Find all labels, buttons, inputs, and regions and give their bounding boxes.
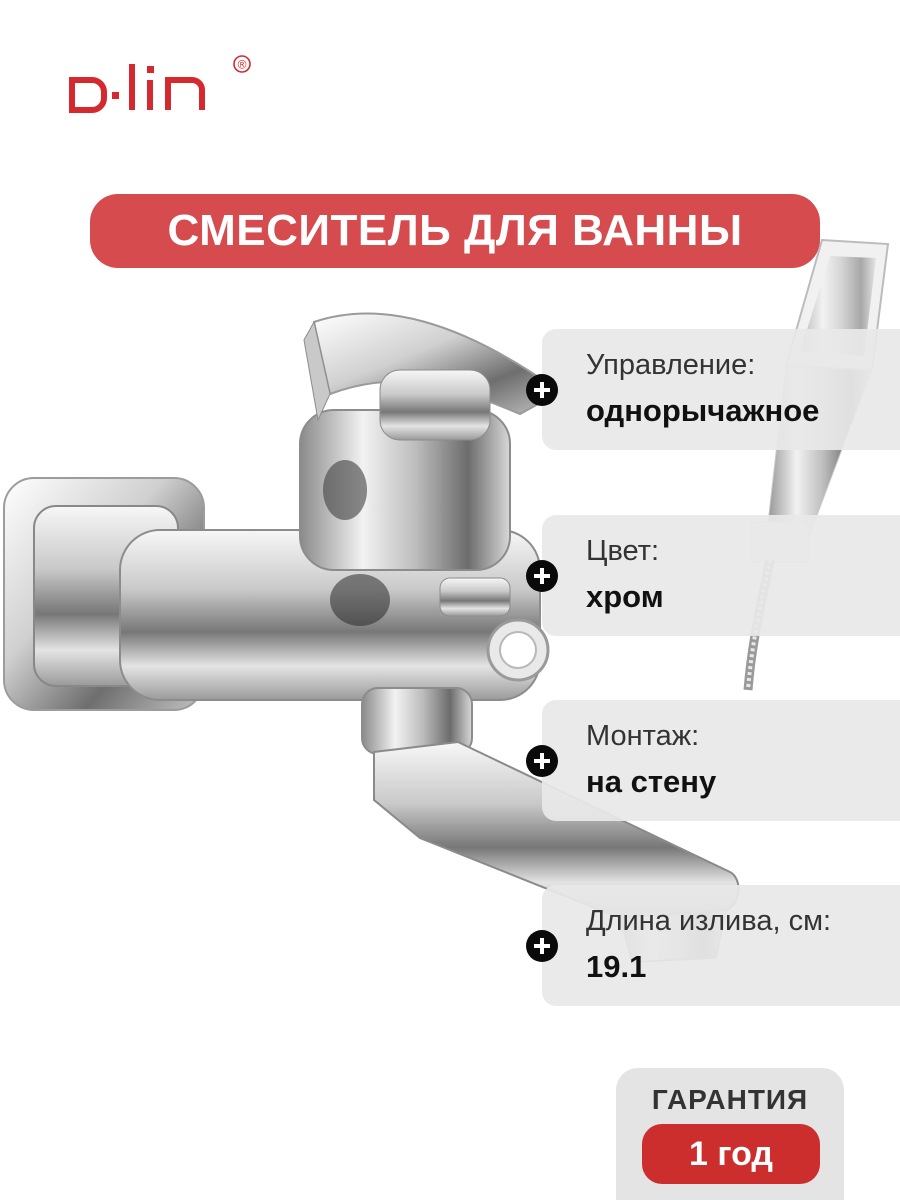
- title-banner: СМЕСИТЕЛЬ ДЛЯ ВАННЫ: [90, 194, 820, 268]
- feature-label: Монтаж:: [586, 720, 700, 752]
- feature-value: однорычажное: [586, 393, 820, 428]
- warranty-label: ГАРАНТИЯ: [651, 1084, 809, 1115]
- feature-label: Управление:: [586, 349, 756, 381]
- feature-card-color: Цвет: хром: [526, 515, 900, 636]
- feature-value: 19.1: [586, 949, 647, 984]
- plus-icon[interactable]: [526, 374, 558, 406]
- product-title: СМЕСИТЕЛЬ ДЛЯ ВАННЫ: [167, 206, 743, 255]
- warranty-badge: 1 год: [642, 1124, 820, 1184]
- registered-mark: ®: [238, 58, 247, 72]
- feature-card-mounting: Монтаж: на стену: [526, 700, 900, 821]
- feature-label: Цвет:: [586, 535, 660, 567]
- feature-card-spout-length: Длина излива, см: 19.1: [526, 885, 900, 1006]
- plus-icon[interactable]: [526, 745, 558, 777]
- brand-logo: ®: [69, 55, 251, 113]
- plus-icon[interactable]: [526, 560, 558, 592]
- feature-label: Длина излива, см:: [586, 905, 832, 937]
- plus-icon[interactable]: [526, 930, 558, 962]
- feature-value: хром: [586, 579, 664, 614]
- feature-value: на стену: [586, 764, 717, 799]
- warranty-value: 1 год: [689, 1134, 773, 1173]
- feature-card-control: Управление: однорычажное: [526, 329, 900, 450]
- warranty-card: ГАРАНТИЯ 1 год: [616, 1068, 844, 1200]
